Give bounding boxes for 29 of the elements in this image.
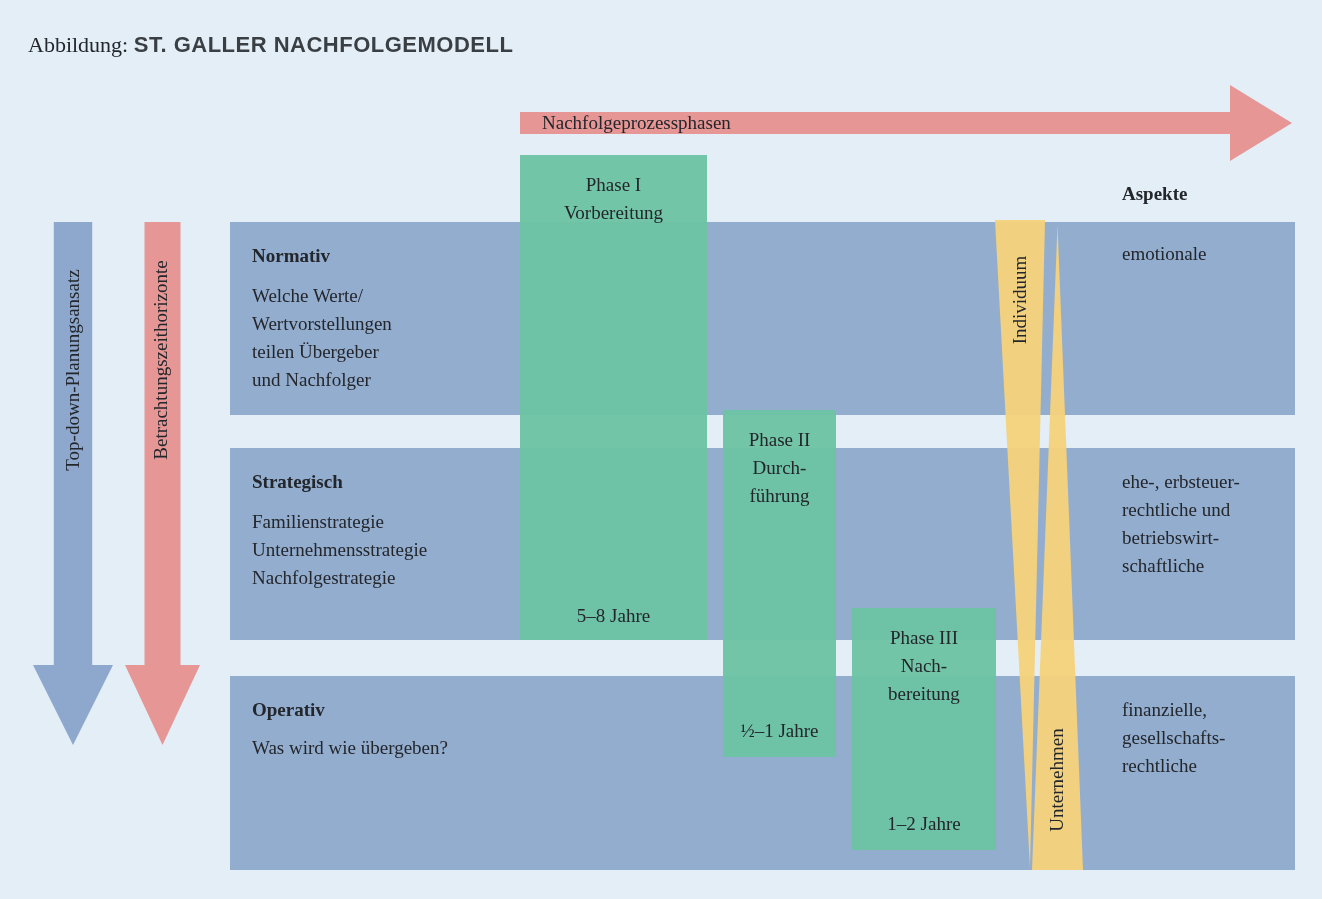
phase-box [520, 155, 707, 640]
level-heading: Normativ [252, 244, 332, 268]
figure-title: Abbildung: ST. GALLER NACHFOLGEMODELL [28, 32, 514, 58]
process-arrow [520, 85, 1292, 161]
description-text: Familienstrategie Unternehmensstrategie Nachfolgestrategie [252, 510, 429, 590]
time-horizon-arrow [125, 222, 200, 745]
phase-box [852, 608, 996, 850]
description-text: Nachfolgeprozessphasen [542, 111, 731, 135]
duration-label: 1–2 Jahre [886, 812, 962, 836]
phase-title: Phase II Durch- führung [747, 428, 812, 508]
aspect-text: finanzielle, gesellschafts- rechtliche [1122, 698, 1227, 778]
level-heading: Strategisch [252, 470, 344, 494]
wedge-shape [1032, 225, 1083, 870]
vertical-label: Top-down-Planungsansatz [61, 269, 84, 471]
planning-arrow [33, 222, 113, 745]
description-text: Was wird wie übergeben? [252, 736, 449, 760]
phase-title: Phase I Vorbereitung [563, 173, 664, 225]
phase-box [723, 410, 836, 757]
phase-title: Phase III Nach- bereitung [887, 626, 961, 706]
vertical-label: Individuum [1008, 255, 1031, 345]
duration-label: 5–8 Jahre [575, 604, 652, 628]
vertical-label: Unternehmen [1045, 728, 1068, 832]
column-heading: Aspekte [1122, 182, 1189, 206]
description-text: Welche Werte/ Wertvorstellungen teilen Übergeber und Nachfolger [252, 284, 393, 392]
vertical-label: Betrachtungszeithorizonte [149, 260, 172, 460]
aspect-text: ehe-, erbsteuer- rechtliche und betriebswirt- schaftliche [1122, 470, 1241, 578]
level-heading: Operativ [252, 698, 326, 722]
duration-label: ½–1 Jahre [739, 719, 820, 743]
aspect-text: emotionale [1122, 242, 1208, 266]
